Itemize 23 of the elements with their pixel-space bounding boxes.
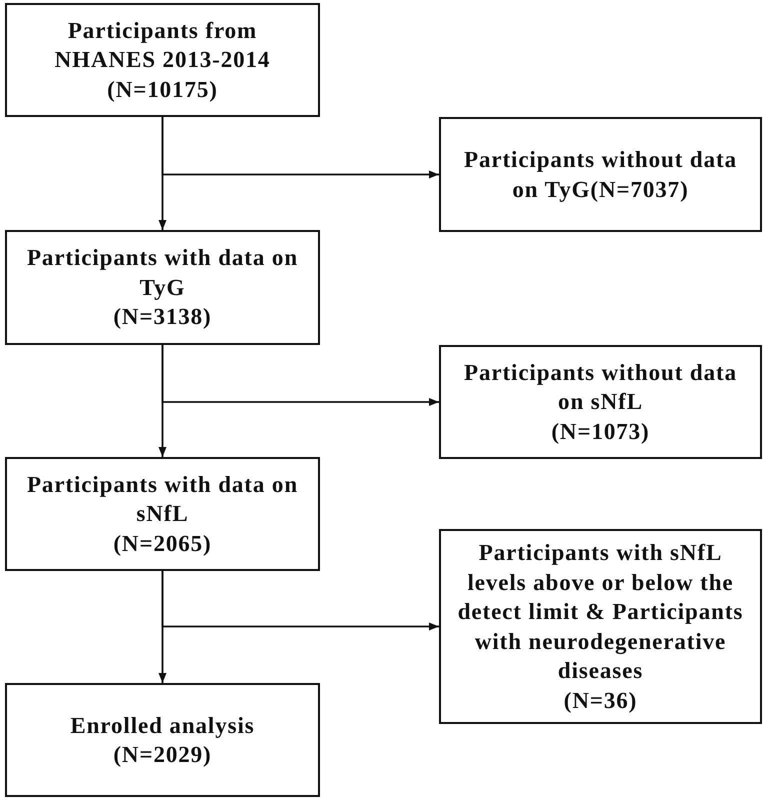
count-label: (N=36) bbox=[564, 686, 638, 715]
count-label: (N=10175) bbox=[107, 76, 218, 104]
arrow bbox=[162, 117, 439, 178]
step-label: Participants with sNfL levels above or below the detect limit & Participants with neurodegenerative diseases bbox=[456, 539, 744, 685]
process-box bbox=[439, 117, 762, 232]
process-box bbox=[439, 529, 762, 724]
step-label: Enrolled analysis bbox=[70, 712, 255, 740]
process-box bbox=[5, 457, 320, 571]
count-label: (N=1073) bbox=[551, 418, 650, 446]
step-label: Participants without data on sNfL bbox=[463, 358, 738, 416]
step-label: Participants with data on TyG bbox=[26, 244, 300, 302]
step-label: Participants without data on TyG(N=7037) bbox=[463, 146, 738, 204]
process-box bbox=[5, 3, 320, 117]
count-label: (N=3138) bbox=[113, 303, 212, 332]
process-box bbox=[5, 683, 320, 797]
process-box bbox=[439, 345, 762, 459]
count-label: (N=2029) bbox=[113, 741, 212, 769]
process-box bbox=[5, 230, 320, 345]
arrow bbox=[162, 571, 439, 630]
count-label: (N=2065) bbox=[113, 530, 212, 558]
arrow bbox=[162, 345, 439, 406]
step-label: Participants with data on sNfL bbox=[26, 470, 300, 528]
step-label: Participants from NHANES 2013-2014 bbox=[54, 16, 272, 74]
